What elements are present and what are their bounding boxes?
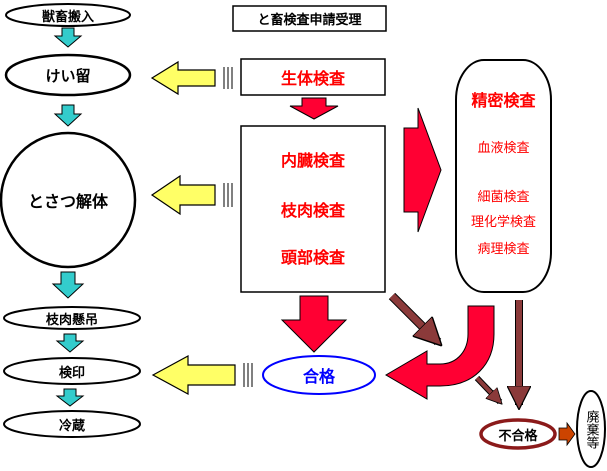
down-arrow-holding bbox=[53, 104, 83, 127]
disposal-node bbox=[576, 390, 606, 468]
down-arrow-hanging bbox=[55, 333, 85, 353]
disposal-label: 廃棄等 bbox=[583, 409, 599, 449]
head-label: 頭部検査 bbox=[280, 248, 345, 267]
hanging-node bbox=[3, 306, 141, 330]
pass-node bbox=[262, 355, 376, 395]
fail-label: 不合格 bbox=[498, 428, 538, 444]
holding-node bbox=[4, 53, 132, 97]
slaughter-label: とさつ解体 bbox=[27, 192, 108, 211]
arrival-node bbox=[5, 3, 131, 27]
arrival-label: 獣畜搬入 bbox=[41, 9, 94, 25]
red-return-arrow bbox=[385, 305, 495, 400]
antemortem-box bbox=[240, 58, 386, 96]
stamp-node bbox=[3, 357, 141, 385]
stamp-label: 検印 bbox=[58, 365, 85, 381]
hanging-label: 枝肉懸吊 bbox=[45, 312, 98, 328]
carcass-label: 枝肉検査 bbox=[280, 201, 345, 220]
red-down-arrow-large bbox=[280, 295, 348, 353]
organs-label: 内臓検査 bbox=[280, 151, 345, 170]
cold-storage-label: 冷蔵 bbox=[58, 418, 85, 434]
down-arrow-stamp bbox=[55, 388, 85, 407]
detailed-exam-label: 精密検査 bbox=[471, 91, 536, 110]
postmortem-box bbox=[240, 125, 386, 293]
blood-test-label: 血液検査 bbox=[477, 140, 530, 156]
antemortem-label: 生体検査 bbox=[280, 69, 345, 88]
title-label: と畜検査申請受理 bbox=[257, 13, 362, 28]
slaughter-node bbox=[0, 131, 137, 269]
pass-label: 合格 bbox=[302, 367, 335, 386]
fail-node bbox=[479, 418, 557, 450]
pathology-test-label: 病理検査 bbox=[477, 241, 530, 257]
down-arrow-slaughter bbox=[51, 271, 85, 299]
title-box bbox=[232, 5, 387, 32]
red-down-arrow-small bbox=[289, 97, 339, 120]
yellow-arrow-slaughter bbox=[150, 174, 216, 216]
red-right-arrow bbox=[403, 107, 442, 233]
down-arrow-arrival bbox=[53, 27, 83, 48]
orange-arrow-fail-disposal bbox=[558, 421, 576, 447]
cold-storage-node bbox=[3, 410, 141, 438]
bacteria-test-label: 細菌検査 bbox=[477, 189, 530, 205]
yellow-arrow-stamp bbox=[151, 354, 236, 396]
yellow-arrow-holding bbox=[150, 60, 216, 96]
chemistry-test-label: 理化学検査 bbox=[470, 214, 536, 230]
holding-label: けい留 bbox=[45, 66, 91, 85]
detailed-exam-box bbox=[455, 59, 552, 293]
